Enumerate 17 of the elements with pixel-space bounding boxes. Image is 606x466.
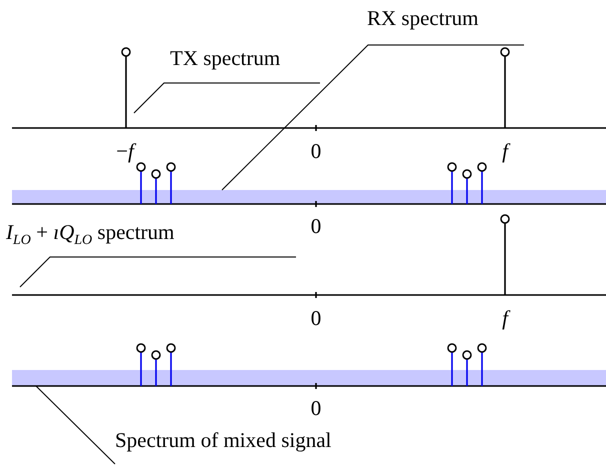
spectrum-band bbox=[12, 370, 606, 386]
tick-label: 0 bbox=[310, 396, 322, 420]
caption-text: TX spectrum bbox=[170, 46, 280, 70]
caption-text: RX spectrum bbox=[367, 6, 478, 30]
tick-label: −f bbox=[116, 139, 134, 163]
leader-line bbox=[134, 82, 320, 114]
caption-text: I$_{LO}$ + ıQ$_{LO}$ spectrum bbox=[6, 220, 174, 250]
tick-label: 0 bbox=[310, 306, 322, 330]
leader-line bbox=[222, 44, 524, 190]
leader-line bbox=[20, 256, 296, 288]
spectrum-band bbox=[12, 190, 606, 204]
tick-label: f bbox=[502, 306, 508, 330]
tick-label: 0 bbox=[310, 214, 322, 238]
leader-line bbox=[36, 386, 116, 464]
tick-label: f bbox=[502, 139, 508, 163]
tick-label: 0 bbox=[310, 139, 322, 163]
caption-text: Spectrum of mixed signal bbox=[115, 428, 332, 452]
